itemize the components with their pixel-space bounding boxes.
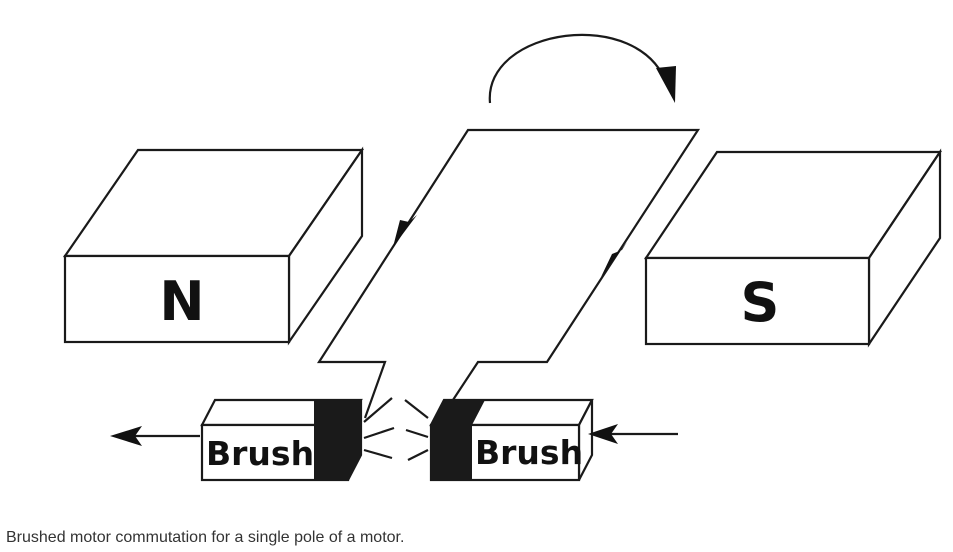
arrow-right-inward <box>588 424 678 444</box>
brush-right: Brush <box>404 398 678 482</box>
north-pole-label: N <box>159 270 204 333</box>
arrow-left-outward <box>110 426 200 446</box>
current-direction-arrow-left <box>393 215 417 247</box>
brush-left: Brush <box>110 397 395 482</box>
south-magnet: S <box>643 148 943 348</box>
current-direction-arrow-right <box>601 242 627 277</box>
spark-lines-right <box>404 399 429 461</box>
brush-left-label: Brush <box>206 434 314 473</box>
spark-lines-left <box>363 397 395 460</box>
south-pole-label: S <box>741 271 780 334</box>
figure-caption: Brushed motor commutation for a single p… <box>6 529 405 546</box>
armature-coil <box>316 128 701 419</box>
brush-right-label: Brush <box>475 433 583 472</box>
north-magnet: N <box>62 146 365 346</box>
rotation-arrow <box>488 33 676 104</box>
